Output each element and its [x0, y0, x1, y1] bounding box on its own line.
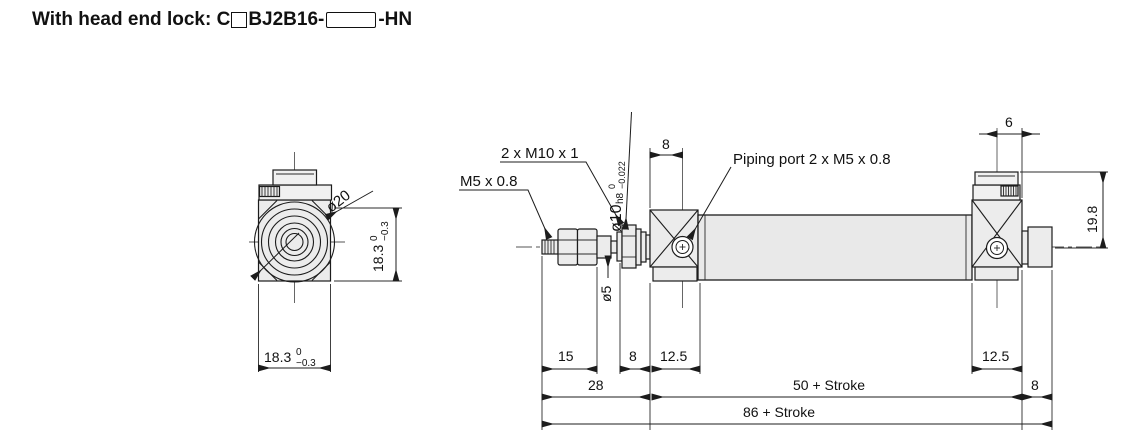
rod-thread: [541, 239, 559, 255]
dim-rod-gap: 8: [619, 348, 651, 373]
svg-text:15: 15: [558, 348, 574, 364]
label-rod-diameter: ø10 h8 0 −0.022: [607, 111, 632, 232]
title-prefix: With head end lock:: [32, 9, 217, 30]
svg-text:M5 x 0.8: M5 x 0.8: [460, 173, 518, 190]
rod-washer: [616, 231, 623, 262]
end-view-body: [257, 199, 332, 282]
svg-text:8: 8: [662, 136, 670, 152]
head-lock-cap: [974, 171, 1019, 186]
svg-text:2 x M10 x 1: 2 x M10 x 1: [501, 145, 579, 162]
svg-text:6: 6: [1005, 114, 1013, 130]
end-width-tol-lower: −0.3: [296, 358, 316, 369]
svg-text:8: 8: [1031, 377, 1039, 393]
label-rod-thread: M5 x 0.8: [459, 173, 553, 240]
model-code-suffix: -HN: [378, 9, 413, 30]
dim-body-length: 50 + Stroke: [651, 377, 1023, 401]
svg-text:8: 8: [629, 348, 637, 364]
drawing-title: With head end lock: C BJ2B16- -HN: [32, 9, 412, 31]
svg-text:28: 28: [588, 377, 604, 393]
extension-lines: [541, 256, 1053, 430]
label-piping-port: Piping port 2 x M5 x 0.8: [686, 151, 891, 241]
model-code-box-large: [326, 12, 377, 28]
rod-dia-tol-lower: −0.022: [617, 161, 627, 189]
dim-overall-length: 86 + Stroke: [541, 404, 1053, 428]
model-code-box-small: [231, 12, 248, 28]
model-code-mid: BJ2B16-: [248, 9, 325, 30]
lock-release-button-end: [258, 185, 281, 198]
dim-end-width: 18.3 0 −0.3: [257, 284, 332, 372]
mounting-nut-1: [557, 228, 579, 266]
end-width-value: 18.3: [264, 349, 291, 365]
end-view: ø20 18.3 0 −0.3 18.3 0 −0.3: [249, 152, 402, 372]
dim-rod-cover-width: 12.5: [651, 348, 701, 373]
head-cover-block: [971, 171, 1023, 281]
svg-text:Piping port 2 x M5 x 0.8: Piping port 2 x M5 x 0.8: [733, 151, 891, 168]
piston-rod: [610, 240, 618, 254]
end-height-tol-upper: 0: [369, 235, 380, 241]
end-view-circles: [253, 201, 336, 283]
lock-release-button-side: [1000, 185, 1019, 197]
svg-text:50 + Stroke: 50 + Stroke: [793, 377, 865, 393]
rod-dia-tol-upper: 0: [607, 184, 617, 189]
svg-text:12.5: 12.5: [982, 348, 1009, 364]
head-end-plug: [1021, 226, 1053, 268]
dim-rod-total: 28: [541, 377, 651, 401]
rod-collar: [596, 235, 612, 259]
rod-dia-main: ø10: [608, 204, 625, 232]
rod-cover-ring-2: [640, 231, 647, 263]
dim-head-height: 19.8: [1020, 171, 1108, 249]
label-piston-rod-dia: ø5: [598, 255, 614, 302]
rod-cover-ring-1: [635, 228, 642, 266]
end-height-tol-lower: −0.3: [380, 221, 391, 241]
rod-cover-block: [649, 209, 699, 282]
dim-plug-length: 8: [1021, 377, 1053, 401]
dim-port-offset: 8: [649, 136, 684, 208]
side-view: M5 x 0.8 2 x M10 x 1 ø10 h8 0 −0.022: [459, 111, 1108, 430]
rod-dia-fit: h8: [615, 192, 626, 204]
end-view-lock-cap: [272, 169, 318, 186]
svg-text:12.5: 12.5: [660, 348, 687, 364]
label-mounting-nuts: 2 x M10 x 1: [500, 145, 625, 227]
svg-text:ø5: ø5: [598, 285, 614, 302]
mounting-nut-2: [576, 228, 598, 266]
svg-text:86 + Stroke: 86 + Stroke: [743, 404, 815, 420]
dim-head-port-offset: 6: [979, 114, 1040, 198]
dim-head-cover-width: 12.5: [971, 348, 1023, 373]
cylinder-tube: [697, 214, 973, 281]
dim-end-height: 18.3 0 −0.3: [334, 207, 402, 282]
end-height-value: 18.3: [370, 245, 386, 272]
svg-text:19.8: 19.8: [1084, 206, 1100, 233]
model-code-prefix: C: [216, 9, 231, 30]
dim-rod-end: 15: [541, 348, 598, 373]
end-width-tol-upper: 0: [296, 347, 302, 358]
